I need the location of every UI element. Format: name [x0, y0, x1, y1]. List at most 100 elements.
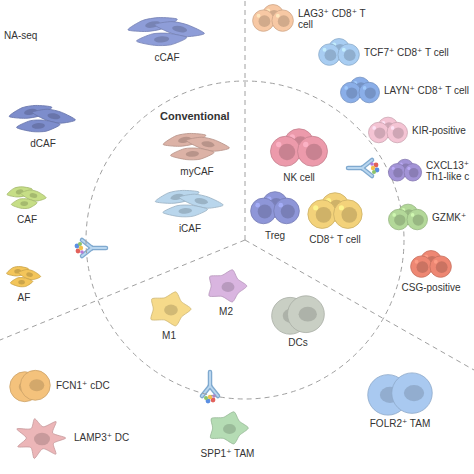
cell-illustration — [308, 193, 362, 229]
lymphocyte — [253, 10, 274, 31]
lymphocyte — [430, 256, 451, 277]
lymphocyte — [341, 82, 362, 103]
cell-illustration — [151, 292, 191, 326]
lymphocyte — [308, 200, 337, 229]
macrophage — [209, 270, 247, 302]
cell-label: FCN1⁺ cDC — [56, 380, 128, 392]
antibody-icon — [75, 240, 106, 256]
cell-body — [16, 118, 60, 133]
cell-body — [10, 277, 33, 288]
cell-cluster: TCF7⁺ CD8⁺ T cell — [318, 38, 468, 68]
round-cell — [392, 373, 432, 413]
cell-nucleus — [299, 307, 317, 322]
cell-illustration — [388, 156, 422, 186]
round-cell — [20, 370, 50, 400]
cell-illustration — [140, 290, 198, 328]
lymphocyte — [274, 198, 300, 224]
cell-body — [359, 82, 380, 103]
cell-illustration — [251, 192, 300, 224]
cell-illustration — [368, 116, 408, 146]
cell-label: CAF — [17, 214, 37, 226]
cell-illustration — [8, 101, 77, 133]
cell-nucleus — [306, 144, 323, 161]
cell-highlight — [372, 126, 376, 130]
cell-label: LAYN⁺ CD8⁺ T cell — [384, 85, 470, 97]
cell-illustration — [162, 129, 231, 161]
cell-illustration — [268, 128, 330, 170]
sector-divider — [0, 240, 245, 340]
cell-body — [411, 256, 432, 277]
cell-illustration — [200, 268, 252, 304]
cell-cluster: CD8⁺ T cell — [302, 192, 368, 247]
cell-illustration — [8, 368, 52, 404]
cell-body — [407, 209, 428, 230]
cell-nucleus — [341, 207, 357, 223]
cell-cluster: iCAF — [150, 185, 230, 236]
cell-highlight — [276, 142, 281, 147]
cell-nucleus — [279, 144, 296, 161]
cell-label: dCAF — [30, 138, 56, 150]
cell-illustration — [252, 4, 294, 34]
cell-highlight — [339, 205, 344, 210]
cell-illustration — [154, 186, 224, 218]
cell-label: M2 — [219, 306, 233, 318]
cell-highlight — [411, 213, 415, 217]
cell-body — [334, 200, 363, 229]
cell-illustration — [127, 13, 206, 47]
cell-nucleus — [201, 140, 215, 148]
cell-cluster: LAYN⁺ CD8⁺ T cell — [340, 76, 470, 106]
cell-nucleus — [154, 36, 170, 43]
cell-nucleus — [417, 261, 429, 273]
cell-body — [389, 209, 410, 230]
fibroblast — [16, 118, 60, 133]
lymphocyte — [334, 200, 363, 229]
cell-highlight — [363, 86, 367, 90]
cell-cluster: CSG-positive — [390, 250, 472, 295]
cell-cluster: SPP1⁺ TAM — [180, 410, 275, 461]
cell-label: CSG-positive — [402, 282, 461, 294]
macrophage — [210, 412, 248, 444]
cell-cluster: LAMP3⁺ DC — [10, 416, 160, 460]
cell-illustration — [272, 296, 325, 334]
cell-illustration — [368, 373, 432, 415]
lymphocyte — [251, 198, 277, 224]
cell-highlight — [313, 205, 318, 210]
lymphocyte — [359, 82, 380, 103]
lymphocyte — [272, 10, 293, 31]
cell-nucleus — [29, 379, 44, 391]
lymphocyte — [298, 136, 328, 166]
lymphocyte — [389, 209, 410, 230]
cell-illustration — [411, 251, 452, 278]
cell-cluster: DCs — [265, 295, 331, 350]
cell-body — [136, 31, 187, 47]
cell-nucleus — [393, 168, 403, 178]
cell-region: ConventionalmyCAFiCAFNK cellTregCD8⁺ T c… — [85, 80, 405, 400]
cell-label: KIR-positive — [412, 125, 472, 137]
sector-divider — [0, 0, 474, 370]
cell-illustration — [122, 12, 212, 50]
cell-illustration — [4, 262, 44, 290]
cell-illustration — [271, 129, 328, 167]
cell-cluster: dCAF — [4, 100, 82, 151]
cell-nucleus — [316, 207, 332, 223]
lymphocyte — [387, 122, 408, 143]
lymphocyte — [404, 164, 421, 181]
cell-label: Treg — [265, 230, 285, 242]
cell-nucleus — [436, 261, 448, 273]
cell-illustration — [250, 190, 300, 228]
cell-label: FOLR2⁺ TAM — [370, 418, 430, 430]
cell-cluster: GZMK⁺ — [388, 202, 472, 234]
cell-body — [392, 373, 432, 413]
cell-nucleus — [365, 87, 376, 98]
cell-nucleus — [413, 214, 424, 225]
lymphocyte — [338, 44, 359, 65]
cell-nucleus — [178, 208, 192, 215]
cell-cluster: M2 — [200, 268, 252, 319]
cell-illustration — [6, 264, 42, 287]
cell-illustration — [318, 38, 360, 68]
dashed-boundary — [86, 81, 404, 399]
cell-cluster: myCAF — [158, 128, 236, 179]
fibroblast — [10, 277, 33, 288]
cell-illustration — [388, 202, 428, 234]
cell-label: LAG3⁺ CD8⁺ T cell — [298, 8, 377, 31]
